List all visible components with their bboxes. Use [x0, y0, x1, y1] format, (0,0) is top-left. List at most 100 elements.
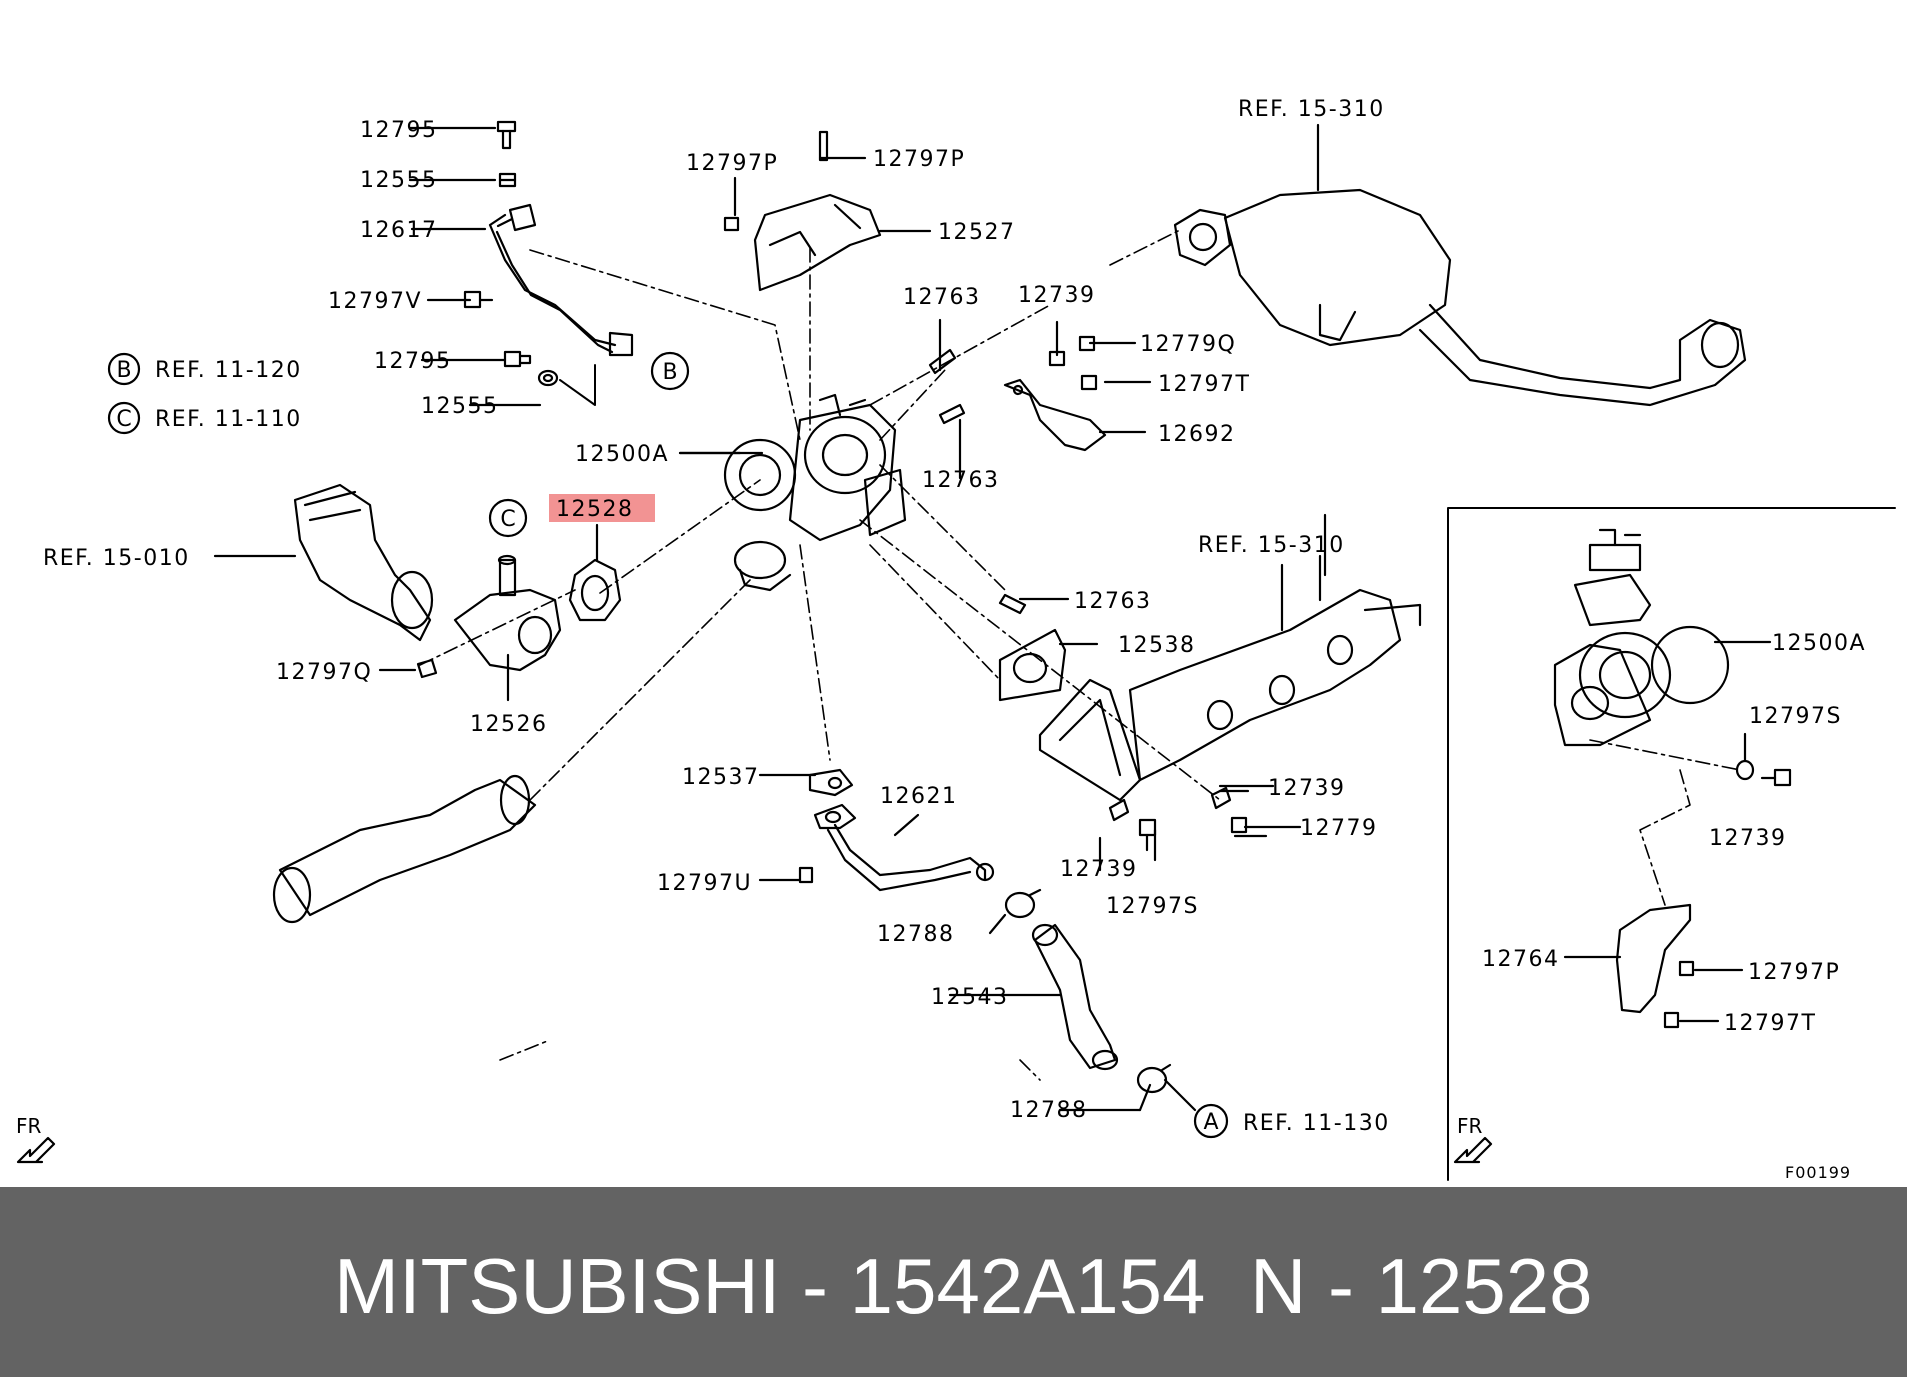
gasket-12528 — [568, 558, 622, 622]
inset-bolt-12797T — [1663, 1011, 1680, 1029]
outlet-elbow-12526 — [453, 554, 562, 672]
washer-12555-mid — [537, 369, 559, 387]
part-label: 12795 — [374, 349, 452, 374]
exhaust-pipe-ref-15-310 — [1173, 188, 1747, 407]
pipe-12617 — [488, 203, 634, 357]
inset-turbocharger-12500A — [1553, 528, 1730, 747]
part-label: 12795 — [360, 118, 438, 143]
part-label: 12739 — [1709, 826, 1787, 851]
part-label: 12543 — [931, 985, 1009, 1010]
circle-marker-c — [488, 498, 528, 538]
part-label: 12797V — [328, 289, 422, 314]
part-label: 12797P — [686, 151, 778, 176]
circle-marker-b — [107, 352, 141, 386]
intake-duct-ref-15-010 — [293, 483, 434, 642]
bolt-12797T-top — [1080, 374, 1098, 391]
part-label: 12797P — [873, 147, 965, 172]
fr-arrow-icon — [16, 1136, 56, 1164]
direction-label: FR — [16, 1114, 42, 1138]
bolt-12797S-low — [1138, 818, 1157, 852]
bolt-12795-top — [496, 120, 517, 150]
part-label: 12500A — [1772, 631, 1866, 656]
inset-bolt-12797P — [1678, 960, 1695, 977]
part-label: 12797Q — [276, 660, 372, 685]
circle-marker-c — [107, 401, 141, 435]
direction-label: FR — [1457, 1114, 1483, 1138]
manifold-flange — [1038, 678, 1142, 802]
oil-pipe-12621 — [813, 803, 995, 892]
part-label: 12797U — [657, 871, 752, 896]
inset-nut-12739 — [1735, 759, 1755, 781]
stud-12763-a — [928, 348, 957, 375]
turbocharger-12500A — [723, 393, 907, 592]
circle-letter: A — [1203, 1110, 1218, 1135]
nut-12739-low — [1210, 786, 1232, 810]
bolt-12797V — [463, 290, 494, 309]
part-label: 12763 — [922, 468, 1000, 493]
circle-letter: C — [500, 507, 515, 532]
highlight-box — [549, 494, 655, 522]
inset-bracket-12764 — [1615, 903, 1692, 1014]
part-label: 12788 — [1010, 1098, 1088, 1123]
part-label: 12788 — [877, 922, 955, 947]
ref-label: REF. 11-130 — [1243, 1111, 1390, 1136]
gasket-12537 — [808, 768, 854, 797]
clamp-12788-a — [1004, 888, 1042, 919]
part-label: 12526 — [470, 712, 548, 737]
part-label: 12538 — [1118, 633, 1196, 658]
nut-12739-mid — [1108, 798, 1130, 822]
part-label: 12797T — [1158, 372, 1250, 397]
bolt-12797U — [798, 866, 814, 884]
ref-label: REF. 15-010 — [43, 546, 190, 571]
washer-12555-top — [498, 172, 517, 188]
ref-label: REF. 15-310 — [1198, 533, 1345, 558]
bolt-12797Q — [416, 658, 438, 679]
part-label: 12797S — [1749, 704, 1842, 729]
exhaust-manifold-ref-15-310 — [1128, 588, 1422, 782]
part-label: 12527 — [938, 220, 1016, 245]
part-label-highlighted: 12528 — [556, 497, 634, 522]
part-label: 12739 — [1060, 857, 1138, 882]
part-label: 12797P — [1748, 960, 1840, 985]
part-label: 12537 — [682, 765, 760, 790]
ref-label: REF. 11-120 — [155, 358, 302, 383]
part-label: 12692 — [1158, 422, 1236, 447]
bracket-12692 — [1003, 378, 1107, 452]
part-label: 12779Q — [1140, 332, 1236, 357]
nut-12779 — [1230, 816, 1248, 834]
part-label: 12555 — [360, 168, 438, 193]
part-label: 12617 — [360, 218, 438, 243]
alignment-lines — [419, 229, 1741, 1081]
part-label: 12739 — [1018, 283, 1096, 308]
circle-marker-a — [1193, 1103, 1229, 1139]
ref-label: REF. 15-310 — [1238, 97, 1385, 122]
heat-shield-12527 — [753, 130, 882, 292]
nut-12779Q — [1078, 335, 1096, 352]
part-label: 12779 — [1300, 816, 1378, 841]
bolt-12795-mid — [503, 350, 532, 368]
bolt-12797P-top — [723, 216, 740, 232]
part-label: 12763 — [1074, 589, 1152, 614]
circle-letter: B — [116, 358, 131, 383]
turbocharger-parts-diagram: 12795 12555 12617 12797V 12795 12555 125… — [16, 97, 1896, 1182]
part-label: 12500A — [575, 442, 669, 467]
ref-label: REF. 11-110 — [155, 407, 302, 432]
circle-letter: C — [116, 407, 131, 432]
intercooler-hose — [272, 774, 537, 924]
inset-panel — [1447, 507, 1896, 1181]
fr-arrow-icon — [1453, 1136, 1493, 1164]
stud-12763-c — [998, 593, 1027, 615]
inset-bolt-12797S — [1760, 768, 1792, 787]
part-label: 12797T — [1724, 1011, 1816, 1036]
part-label: 12764 — [1482, 947, 1560, 972]
nut-12739-top — [1048, 350, 1066, 367]
leader-lines — [213, 123, 1772, 1112]
part-label: 12763 — [903, 285, 981, 310]
part-label: 12621 — [880, 784, 958, 809]
part-label: 12739 — [1268, 776, 1346, 801]
circle-marker-b — [650, 351, 690, 391]
gasket-12538 — [998, 628, 1067, 702]
part-label: 12797S — [1106, 894, 1199, 919]
stud-12763-b — [938, 403, 966, 425]
